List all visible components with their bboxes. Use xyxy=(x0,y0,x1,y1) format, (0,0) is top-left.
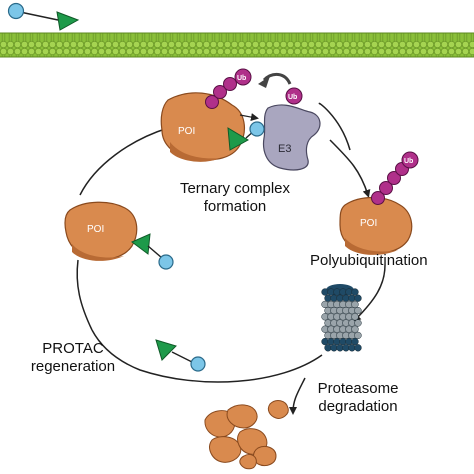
svg-text:Ub: Ub xyxy=(288,94,297,101)
proteasome-subunit xyxy=(351,300,359,309)
label-ternary-line2: formation xyxy=(203,198,267,215)
cycle-arrow-degradation xyxy=(289,377,306,415)
label-proteasome-degradation: Proteasome degradation xyxy=(298,380,418,416)
cycle-arrow-to-proteasome xyxy=(352,264,386,323)
proteasome-subunit xyxy=(354,319,362,327)
proteasome-subunit xyxy=(354,331,362,340)
ternary-complex: POI E3 Ub Ub xyxy=(160,68,321,171)
cycle-arrow-to-polyub xyxy=(329,139,371,198)
proteasome xyxy=(321,284,362,352)
ub-on-e3 xyxy=(285,87,303,105)
proteasome-subunit xyxy=(354,344,362,352)
poi-label-ternary: POI xyxy=(178,126,195,137)
label-protac-line1: PROTAC xyxy=(42,340,104,357)
protac-ligand-ternary xyxy=(249,121,265,137)
cell-membrane xyxy=(0,32,474,58)
label-proteasome-line1: Proteasome xyxy=(317,380,399,397)
protac-free-upper xyxy=(131,233,174,270)
proteasome-subunit xyxy=(351,337,359,346)
polyubiquitinated-poi: POI Ub xyxy=(339,151,419,255)
e3-ligase-shape xyxy=(262,104,321,171)
cycle-arrow-to-poi xyxy=(76,259,93,331)
free-poi: POI xyxy=(64,201,138,261)
label-polyubiquitination: Polyubiquitination xyxy=(310,252,428,269)
protac-regenerated xyxy=(155,339,206,372)
cycle-arrow-to-ternary xyxy=(79,125,171,196)
proteasome-subunit xyxy=(351,325,359,333)
label-proteasome-line2: degradation xyxy=(318,398,398,415)
degraded-peptide-fragments xyxy=(204,400,289,470)
cycle-arrow-to-regeneration xyxy=(91,329,323,383)
label-protac-regeneration: PROTAC regeneration xyxy=(18,340,128,376)
protac-warhead-ternary xyxy=(227,127,249,151)
svg-text:Ub: Ub xyxy=(237,75,246,82)
cycle-arrow-top xyxy=(318,102,351,151)
label-ternary-line1: Ternary complex xyxy=(179,180,291,197)
proteasome-subunit xyxy=(354,306,362,315)
cycle-arrows xyxy=(76,102,386,415)
ub-chain-polyub: Ub xyxy=(371,151,419,205)
svg-text:POI: POI xyxy=(87,224,104,235)
protac-molecule-extracellular xyxy=(7,2,80,31)
label-ternary-complex: Ternary complex formation xyxy=(160,180,310,216)
ub-chain-ternary: Ub xyxy=(205,68,252,109)
proteasome-subunit xyxy=(354,294,362,302)
svg-text:POI: POI xyxy=(360,218,377,229)
proteasome-subunit xyxy=(351,288,359,296)
proteasome-subunit xyxy=(351,313,359,321)
poi-shape-ternary xyxy=(160,92,246,161)
label-protac-line2: regeneration xyxy=(30,358,116,375)
e3-label: E3 xyxy=(278,143,291,155)
svg-text:Ub: Ub xyxy=(404,158,413,165)
ub-transfer-arrow xyxy=(262,73,292,85)
